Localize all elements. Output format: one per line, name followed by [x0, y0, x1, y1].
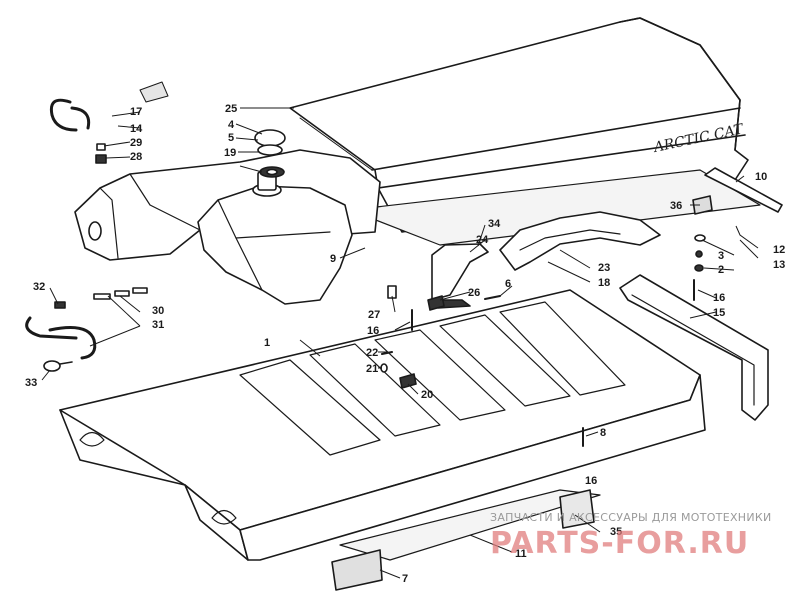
callout-12: 12: [773, 244, 785, 256]
callout-22: 22: [366, 347, 378, 359]
callout-31: 31: [152, 319, 164, 331]
callout-34: 34: [488, 218, 501, 230]
callout-8: 8: [600, 427, 606, 439]
callout-16-mid: 16: [367, 325, 379, 337]
fitting-32: [54, 301, 66, 309]
callout-26: 26: [468, 287, 480, 299]
callout-15: 15: [713, 307, 725, 319]
watermark-logo: PARTS-FOR.RU: [490, 526, 749, 561]
callout-10: 10: [755, 171, 767, 183]
watermark-subtitle: ЗАПЧАСТИ И АКСЕССУАРЫ ДЛЯ МОТОТЕХНИКИ: [490, 511, 772, 524]
hose-loop-31: [25, 316, 97, 360]
callout-17: 17: [130, 106, 142, 118]
callout-1: 1: [264, 337, 270, 349]
fuel-cap-assembly: [254, 129, 286, 178]
watermark: ЗАПЧАСТИ И АКСЕССУАРЫ ДЛЯ МОТОТЕХНИКИ PA…: [490, 511, 772, 561]
hardware-36: [692, 195, 713, 215]
tunnel: [59, 289, 706, 561]
hardware-3-2: [694, 234, 706, 272]
callout-20: 20: [421, 389, 433, 401]
callout-33: 33: [25, 377, 37, 389]
callout-4: 4: [228, 119, 235, 131]
callout-11: 11: [515, 548, 527, 560]
callout-labels: 1 2 3 4 5 6 7 8 9 10 11 12 13 14 15 16 1…: [25, 103, 785, 585]
decal-plate: [139, 81, 169, 103]
fitting-33: [43, 360, 73, 372]
flap-bracket-35: [559, 489, 595, 529]
callout-7: 7: [402, 573, 408, 585]
callout-9: 9: [330, 253, 336, 265]
callout-16-lower: 16: [585, 475, 597, 487]
rear-bumper: [619, 274, 769, 421]
fittings-29-28: [95, 143, 107, 164]
hardware-6: [484, 295, 501, 300]
hoses-17-14: [49, 98, 91, 132]
hardware-22-21-20: [380, 351, 417, 389]
callout-28: 28: [130, 151, 142, 163]
callout-25: 25: [225, 103, 237, 115]
flap-bracket-7: [331, 549, 383, 591]
callout-19: 19: [224, 147, 236, 159]
callout-23: 23: [598, 262, 610, 274]
callout-13: 13: [773, 259, 785, 271]
callout-36: 36: [670, 200, 682, 212]
fittings-30: [93, 287, 148, 300]
callout-14: 14: [130, 123, 143, 135]
seat-base-panel: [349, 169, 761, 246]
callout-18: 18: [598, 277, 610, 289]
grab-handle: [499, 211, 661, 271]
callout-21: 21: [366, 363, 378, 375]
leader-lines: [41, 107, 759, 579]
callout-3: 3: [718, 250, 724, 262]
callout-16-right: 16: [713, 292, 725, 304]
callout-5: 5: [228, 132, 234, 144]
callout-27: 27: [368, 309, 380, 321]
callout-2: 2: [718, 264, 724, 276]
callout-29: 29: [130, 137, 142, 149]
callout-24: 24: [476, 234, 489, 246]
callout-30: 30: [152, 305, 164, 317]
callout-32: 32: [33, 281, 45, 293]
rail-10: [704, 167, 783, 213]
fuel-tank: [197, 171, 353, 305]
callout-6: 6: [505, 278, 511, 290]
callout-35: 35: [610, 526, 622, 538]
